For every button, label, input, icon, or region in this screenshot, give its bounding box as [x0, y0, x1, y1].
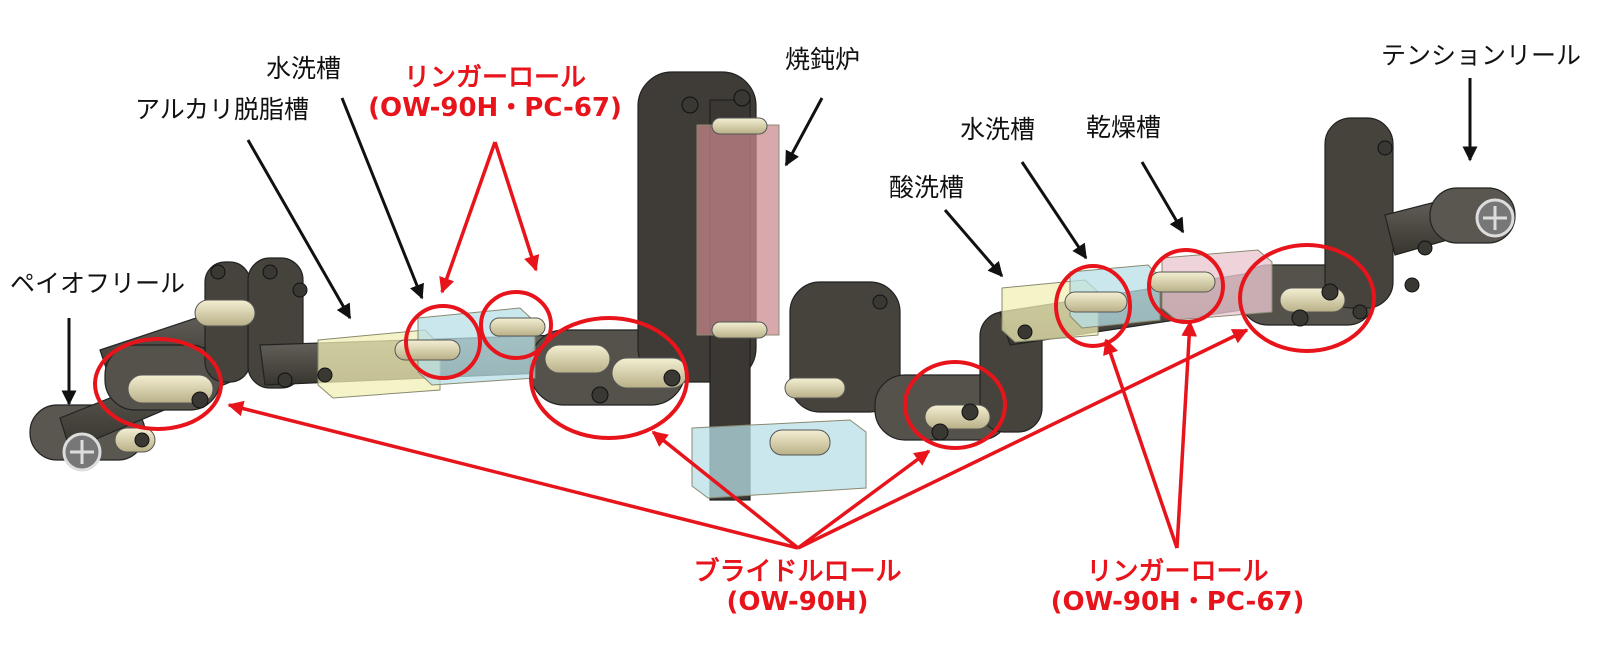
drying-tank-label: 乾燥槽	[1086, 113, 1162, 142]
bridle-callout: ブライドルロール (OW-90H)	[690, 557, 905, 618]
annealing-furnace-label: 焼鈍炉	[785, 45, 861, 74]
callout-arrows	[227, 141, 1249, 550]
wringer-highlight-1	[404, 304, 482, 380]
rinse-tank-1-label: 水洗槽	[266, 54, 342, 83]
payoff-reel-label: ペイオフリール	[10, 269, 186, 298]
bridle-highlight-2	[529, 316, 689, 440]
wringer-highlight-2	[479, 290, 553, 360]
furnace-shape	[696, 124, 780, 336]
drying-tank-shape	[1161, 249, 1273, 321]
label-arrows	[61, 78, 1478, 406]
highlight-ellipses	[93, 243, 1376, 450]
wringer-callout-bottom-line2: (OW-90H・PC-67)	[1050, 586, 1305, 617]
bridle-highlight-3	[903, 360, 1007, 450]
bridle-highlight-1	[93, 337, 223, 431]
wringer-highlight-3	[1054, 264, 1132, 348]
roll-ends	[134, 89, 1433, 448]
rinse-tank-2-label: 水洗槽	[960, 115, 1036, 144]
wringer-callout-top: リンガーロール (OW-90H・PC-67)	[350, 63, 640, 124]
wringer-callout-top-line1: リンガーロール	[403, 63, 586, 93]
wringer-callout-bottom-line1: リンガーロール	[1086, 557, 1269, 587]
pickling-tank-label: 酸洗槽	[889, 173, 965, 202]
bridle-highlight-4	[1238, 243, 1376, 353]
bridle-callout-line1: ブライドルロール	[693, 557, 902, 587]
bridle-callout-line2: (OW-90H)	[726, 586, 869, 617]
reel-hubs	[62, 198, 1515, 472]
wringer-callout-top-line2: (OW-90H・PC-67)	[368, 92, 622, 123]
tension-reel-label: テンションリール	[1381, 41, 1582, 70]
rolls	[114, 117, 1346, 456]
wringer-callout-bottom: リンガーロール (OW-90H・PC-67)	[1030, 557, 1325, 618]
alkali-tank-label: アルカリ脱脂槽	[135, 95, 310, 124]
